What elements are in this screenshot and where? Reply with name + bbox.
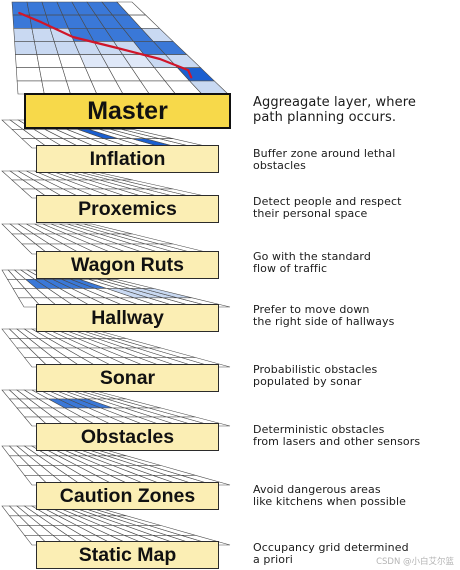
layer-description-master: Aggreagate layer, where path planning oc…	[253, 95, 458, 125]
layer-label-text: Inflation	[89, 147, 166, 170]
layer-label-text: Obstacles	[80, 425, 175, 448]
layer-label-text: Sonar	[99, 366, 156, 389]
grid-static-map	[1, 505, 231, 546]
layer-label-proxemics: Proxemics	[36, 195, 219, 223]
planned-path-line	[18, 11, 193, 79]
watermark: CSDN @小白艾尔篮	[376, 557, 454, 567]
description-line: Buffer zone around lethal	[253, 148, 396, 160]
layer-description-static-map: Occupancy grid determined a priori	[253, 542, 458, 566]
layer-label-text: Proxemics	[78, 197, 177, 220]
layer-description-inflation: Buffer zone around lethal obstacles	[253, 148, 458, 172]
description-line: like kitchens when possible	[253, 496, 407, 508]
grid-cell	[14, 41, 38, 55]
description-line: Probabilistic obstacles	[253, 364, 378, 376]
layer-description-wagon-ruts: Go with the standard flow of traffic	[253, 251, 458, 275]
description-line: path planning occurs.	[253, 110, 397, 125]
description-line: Deterministic obstacles	[253, 424, 385, 436]
layer-description-hallway: Prefer to move down the right side of ha…	[253, 304, 458, 328]
description-line: Go with the standard	[253, 251, 371, 263]
layer-label-obstacles: Obstacles	[36, 423, 219, 451]
description-line: Avoid dangerous areas	[253, 484, 381, 496]
grid-sonar	[1, 328, 231, 368]
grid-obstacles	[1, 389, 231, 427]
grid-cell	[15, 54, 40, 68]
layer-label-caution-zones: Caution Zones	[36, 482, 219, 510]
description-line: their personal space	[253, 208, 368, 220]
layer-description-proxemics: Detect people and respect their personal…	[253, 196, 458, 220]
layer-label-sonar: Sonar	[36, 364, 219, 392]
description-line: flow of traffic	[253, 263, 328, 275]
grid-cell	[13, 27, 35, 42]
layer-label-hallway: Hallway	[36, 304, 219, 332]
grid-caution-zones	[1, 445, 231, 486]
description-line: Aggreagate layer, where	[253, 95, 416, 110]
description-line: a priori	[253, 554, 293, 566]
description-line: from lasers and other sensors	[253, 436, 421, 448]
layer-description-obstacles: Deterministic obstacles from lasers and …	[253, 424, 458, 448]
layer-label-inflation: Inflation	[36, 145, 219, 173]
layer-label-wagon-ruts: Wagon Ruts	[36, 251, 219, 279]
description-line: obstacles	[253, 160, 306, 172]
layer-label-text: Static Map	[78, 543, 177, 566]
layer-description-sonar: Probabilistic obstacles populated by son…	[253, 364, 458, 388]
layer-label-text: Wagon Ruts	[70, 253, 184, 276]
layer-label-text: Hallway	[91, 306, 164, 329]
description-line: populated by sonar	[253, 376, 362, 388]
description-line: Occupancy grid determined	[253, 542, 409, 554]
grid-master	[11, 1, 229, 95]
layer-description-caution-zones: Avoid dangerous areas like kitchens when…	[253, 484, 458, 508]
description-line: Detect people and respect	[253, 196, 402, 208]
layer-label-text: Master	[87, 96, 168, 125]
grid-proxemics	[1, 170, 215, 199]
grid-wagon-ruts	[1, 223, 215, 255]
layer-label-static-map: Static Map	[36, 541, 219, 569]
description-line: Prefer to move down	[253, 304, 370, 316]
description-line: the right side of hallways	[253, 316, 395, 328]
grid-cell	[15, 67, 43, 82]
grid-cell	[38, 67, 67, 82]
layer-label-text: Caution Zones	[59, 484, 196, 507]
layer-label-master: Master	[24, 93, 231, 129]
grid-cell	[36, 54, 63, 68]
